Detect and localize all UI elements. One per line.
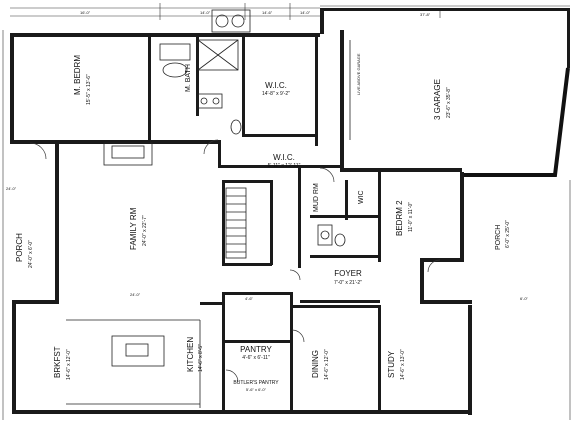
room-porch-right-dims: 6'-0" x 25'-0" xyxy=(505,220,511,248)
dimension-lines xyxy=(2,3,571,420)
dim-mid-a: 24'-0" xyxy=(130,292,141,297)
room-pantry-dims: 4'-6" x 6'-11" xyxy=(242,355,270,361)
dim-right-a: 6'-0" xyxy=(520,296,529,301)
room-kitchen-name: KITCHEN xyxy=(186,337,195,372)
room-study-name: STUDY xyxy=(387,350,396,378)
room-master-bath-name: M. BATH xyxy=(185,64,192,92)
dim-top-b: 14'-0" xyxy=(200,10,211,15)
room-family-dims: 24'-0" x 22'-7" xyxy=(142,215,148,246)
stairs xyxy=(225,187,247,259)
dim-top-d: 14'-0" xyxy=(300,10,311,15)
room-wic-master-name: W.I.C. xyxy=(265,81,287,90)
room-master-bedroom-dims: 15'-5" x 13'-6" xyxy=(86,74,92,105)
room-garage-dims: 23'-6" x 35'-8" xyxy=(446,87,452,118)
room-porch-left-dims: 24'-0" x 6'-0" xyxy=(28,240,34,268)
room-study-dims: 14'-6" x 13'-0" xyxy=(400,349,406,380)
room-butlers-pantry-dims: 5'-6" x 6'-0" xyxy=(246,387,267,392)
room-dining-dims: 14'-6" x 12'-0" xyxy=(324,349,330,380)
room-master-bedroom-name: M. BEDRM xyxy=(73,55,82,95)
dim-top-c: 14'-6" xyxy=(262,10,273,15)
dim-top-a: 16'-0" xyxy=(80,10,91,15)
dim-top-e: 37'-8" xyxy=(420,12,431,17)
dimension-labels: 16'-0" 14'-0" 14'-6" 14'-0" 37'-8" 24'-0… xyxy=(6,10,529,301)
room-pantry-name: PANTRY xyxy=(240,345,272,354)
kitchen-island xyxy=(66,319,201,408)
dim-mid-b: 4'-6" xyxy=(245,296,254,301)
bath-fixtures xyxy=(159,39,346,247)
room-porch-right-name: PORCH xyxy=(495,225,502,250)
room-bedroom2-dims: 11'-0" x 11'-0" xyxy=(408,202,414,232)
room-mudroom-name: MUD RM xyxy=(313,183,320,212)
room-wic-small-name: WIC xyxy=(358,190,365,204)
room-wic-master-dims: 14'-8" x 9'-2" xyxy=(262,91,290,97)
garage-note: LIVE ABOVE GARAGE xyxy=(356,53,361,95)
room-wic-hall-dims: 5'-11" x 12'-11" xyxy=(268,163,301,169)
room-wic-hall-name: W.I.C. xyxy=(273,153,295,162)
exterior-walls xyxy=(10,8,570,415)
room-foyer-dims: 7'-0" x 21'-2" xyxy=(334,280,362,286)
room-bedroom2-name: BEDRM 2 xyxy=(395,200,404,236)
room-butlers-pantry-name: BUTLER'S PANTRY xyxy=(233,380,279,386)
room-labels: M. BEDRM 15'-5" x 13'-6" M. BATH W.I.C. … xyxy=(15,53,511,392)
room-porch-left-name: PORCH xyxy=(15,233,24,262)
garage-details xyxy=(211,9,351,140)
door-swings xyxy=(29,139,441,383)
room-brkfst-name: BRKFST xyxy=(53,346,62,378)
fireplace xyxy=(103,142,153,166)
dim-left-a: 24'-0" xyxy=(6,186,17,191)
interior-walls xyxy=(148,36,381,413)
room-brkfst-dims: 14'-6" x 12'-0" xyxy=(66,349,72,380)
room-kitchen-dims: 14'-6" x 8'-5" xyxy=(198,344,204,372)
room-dining-name: DINING xyxy=(311,350,320,378)
room-garage-name: 3 GARAGE xyxy=(433,79,442,120)
room-family-name: FAMILY RM xyxy=(129,207,138,250)
room-foyer-name: FOYER xyxy=(334,269,362,278)
